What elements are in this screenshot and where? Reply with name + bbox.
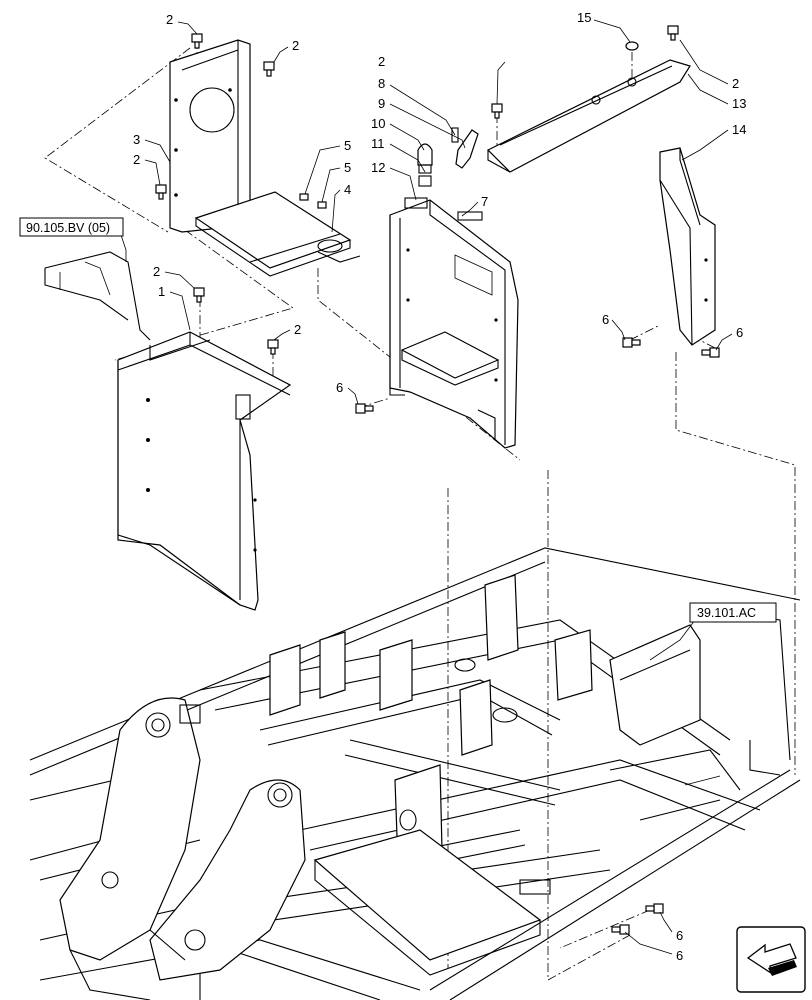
callout-5: 5 — [344, 138, 351, 153]
callout-12: 12 — [371, 160, 385, 175]
bolt-6-d — [645, 903, 664, 914]
callout-2: 2 — [292, 38, 299, 53]
callout-10: 10 — [371, 116, 385, 131]
part-4-floor-plate — [194, 191, 361, 277]
callout-4: 4 — [344, 182, 351, 197]
callout-6: 6 — [736, 325, 743, 340]
reference-90-105-bv-label: 90.105.BV (05) — [26, 221, 110, 235]
center-panel — [389, 197, 519, 449]
callout-9: 9 — [378, 96, 385, 111]
callout-2: 2 — [153, 264, 160, 279]
callout-2: 2 — [166, 12, 173, 27]
callout-2: 2 — [133, 152, 140, 167]
bolt-2-e — [491, 103, 503, 119]
bolt-6-e — [611, 924, 630, 935]
part-13-top-rail — [486, 59, 691, 173]
callout-2: 2 — [378, 54, 385, 69]
boom-mount — [59, 697, 306, 1000]
plug-15 — [625, 41, 639, 51]
callout-13: 13 — [732, 96, 746, 111]
callout-2: 2 — [294, 322, 301, 337]
callout-11: 11 — [371, 136, 385, 151]
bolt-2-f — [667, 25, 679, 41]
callout-14: 14 — [732, 122, 746, 137]
screw-5-a — [299, 193, 309, 201]
callout-6: 6 — [602, 312, 609, 327]
callout-leaders — [119, 19, 733, 955]
bolt-6-a — [355, 403, 374, 414]
callout-6: 6 — [336, 380, 343, 395]
callout-numbers: 2 2 3 2 5 5 4 2 1 2 6 2 8 9 10 11 12 7 1… — [133, 10, 746, 963]
reference-39-101-ac-label: 39.101.AC — [697, 606, 756, 620]
callout-3: 3 — [133, 132, 140, 147]
bolt-2-a — [263, 61, 275, 77]
part-14-vertical-bracket — [659, 147, 716, 346]
bolt-2-d — [267, 339, 279, 355]
bolt-2-top — [191, 33, 203, 49]
part-1-side-panel — [117, 331, 292, 611]
bolt-2-c — [193, 287, 205, 303]
reference-box-39-101-ac[interactable]: 39.101.AC — [689, 602, 777, 623]
screw-5-b — [317, 201, 327, 209]
bolt-2-b — [155, 184, 167, 200]
back-arrow-icon[interactable] — [736, 926, 806, 993]
callout-1: 1 — [158, 284, 165, 299]
callout-8: 8 — [378, 76, 385, 91]
reference-box-90-105-bv[interactable]: 90.105.BV (05) — [19, 217, 124, 237]
chassis-frame — [29, 547, 801, 1000]
callout-5: 5 — [344, 160, 351, 175]
callout-2: 2 — [732, 76, 739, 91]
bolt-6-c — [701, 347, 720, 358]
fasteners — [155, 25, 720, 935]
bolt-6-b — [622, 337, 641, 348]
part-3-bracket-plate — [169, 39, 251, 233]
callout-7: 7 — [481, 194, 488, 209]
reference-detail-bracket — [44, 251, 151, 341]
callout-6: 6 — [676, 948, 683, 963]
latch-and-bumper — [417, 127, 483, 221]
callout-15: 15 — [577, 10, 591, 25]
callout-6: 6 — [676, 928, 683, 943]
